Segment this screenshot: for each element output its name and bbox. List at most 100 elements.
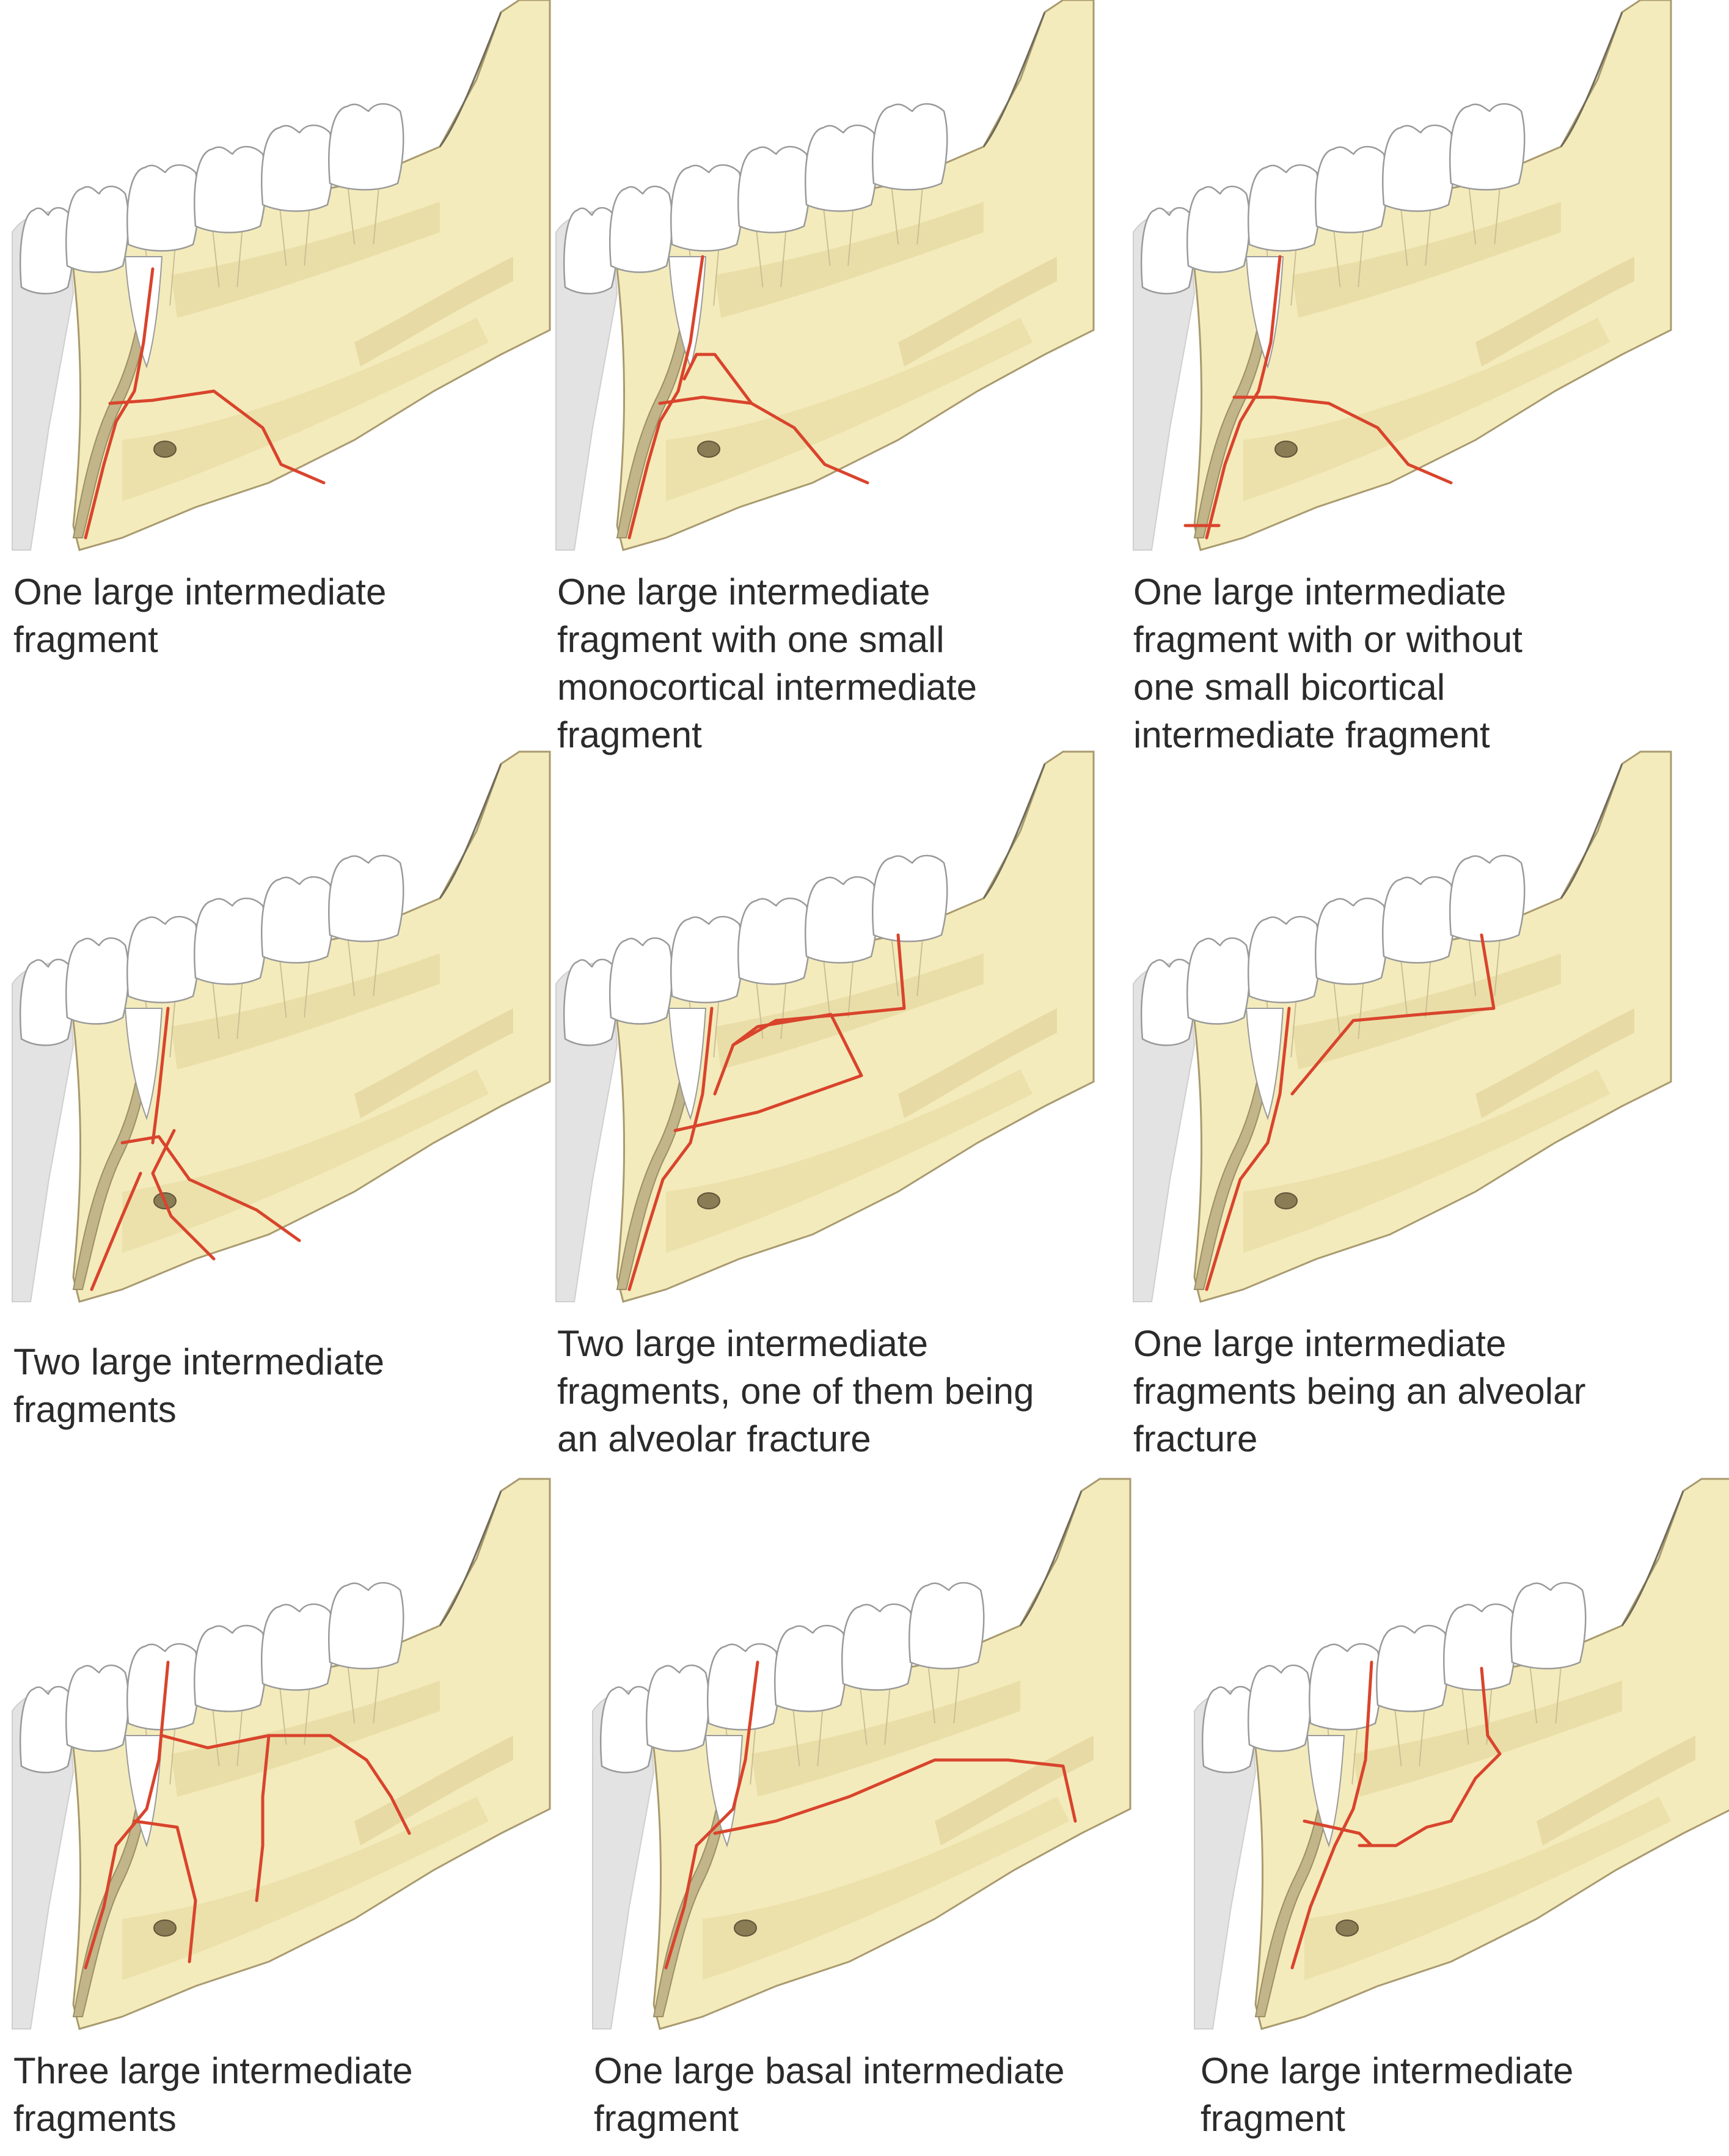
tooth-crown [261,1603,334,1691]
fracture-line [133,1819,197,1964]
tooth-crown [20,207,75,295]
bone-shading [1475,1008,1634,1118]
fracture-line [1358,1667,1502,1847]
bone-shading [935,1736,1094,1846]
tooth-crown [1141,958,1196,1046]
tooth-crown [609,937,673,1025]
tooth-crown [646,1664,710,1752]
cortical-band [616,256,701,538]
bone-shading [666,318,1033,501]
mandible-illustration [1194,1478,1729,2030]
canine-root [124,256,163,369]
tooth-root [1332,226,1364,288]
tooth-root [1468,183,1501,245]
fracture-line [90,1172,142,1291]
mandible-illustration [1133,750,1672,1303]
fracture-line [1290,933,1496,1096]
cortical-band [1254,1735,1339,2017]
tooth-crown [563,958,618,1046]
tooth-crown [1248,915,1321,1003]
tooth-root [279,204,310,266]
tooth-crown [261,124,334,212]
bone-shading [1243,1069,1610,1253]
fracture-line [664,1660,759,1970]
tooth-crown [670,164,744,252]
tooth-crown [805,124,878,212]
bone-shading [354,257,513,367]
tooth-crown [872,103,948,191]
mandible-illustration [12,750,551,1303]
cortical-band [616,1008,701,1290]
fracture-line [120,1135,301,1242]
bone-shading [122,318,489,501]
fracture-line [151,1129,216,1261]
tooth-root [822,956,854,1018]
tooth-crown [1376,1624,1449,1712]
ramus-edge [982,763,1046,899]
ramus-edge [982,12,1046,147]
tooth-root [1332,977,1364,1040]
mandible-illustration [12,0,551,551]
tooth-root [1400,204,1431,266]
canine-root [124,1008,163,1121]
cortical-band [72,256,157,538]
ramus-edge [1019,1491,1083,1626]
bone-shading [122,1797,489,1980]
tooth-crown [1315,145,1388,233]
fracture-line [255,1734,271,1902]
bone-shading [354,1008,513,1118]
cortical-band [1193,1008,1278,1290]
fracture-line [1205,1007,1291,1291]
canine-root [668,1008,707,1121]
bone-shading [354,1736,513,1846]
mandible-illustration [555,0,1095,551]
tooth-root [1400,956,1431,1018]
tooth-crown [1449,103,1526,191]
tooth-root [792,1704,824,1767]
tooth-crown [1443,1603,1516,1691]
fracture-line [151,1007,170,1145]
ramus-edge [439,1491,502,1626]
tooth-root [346,934,380,997]
ramus-edge [1560,12,1623,147]
mental-foramen [697,1192,720,1209]
mental-foramen [1274,1192,1298,1209]
tooth-crown [126,915,200,1003]
tooth-crown [65,185,130,273]
tooth-crown [328,854,404,942]
bone-shading [898,257,1057,367]
mental-foramen [697,441,720,458]
tooth-crown [20,1685,75,1773]
cortical-band [72,1008,157,1290]
bone-shading [898,1008,1057,1118]
tooth-crown [1382,124,1455,212]
bone-shading [703,1797,1069,1980]
tooth-crown [1449,854,1526,942]
fracture-line [682,353,698,381]
tooth-root [890,183,924,245]
bone-shading [1537,1736,1695,1846]
tooth-root [927,1662,960,1724]
tooth-crown [774,1624,847,1712]
fracture-line [673,1013,863,1132]
tooth-root [890,934,924,997]
ramus-edge [1621,1491,1684,1626]
ramus-edge [1560,763,1623,899]
tooth-root [211,226,243,288]
fracture-line [1205,255,1282,540]
tooth-crown [65,1664,130,1752]
bone-shading [122,1069,489,1253]
tooth-crown [563,207,618,295]
bone-shading [1475,257,1634,367]
mandible-illustration [555,750,1095,1303]
tooth-crown [126,164,200,252]
tooth-crown [737,145,811,233]
tooth-root [1529,1662,1562,1724]
fracture-line [108,389,326,485]
tooth-crown [1315,897,1388,985]
